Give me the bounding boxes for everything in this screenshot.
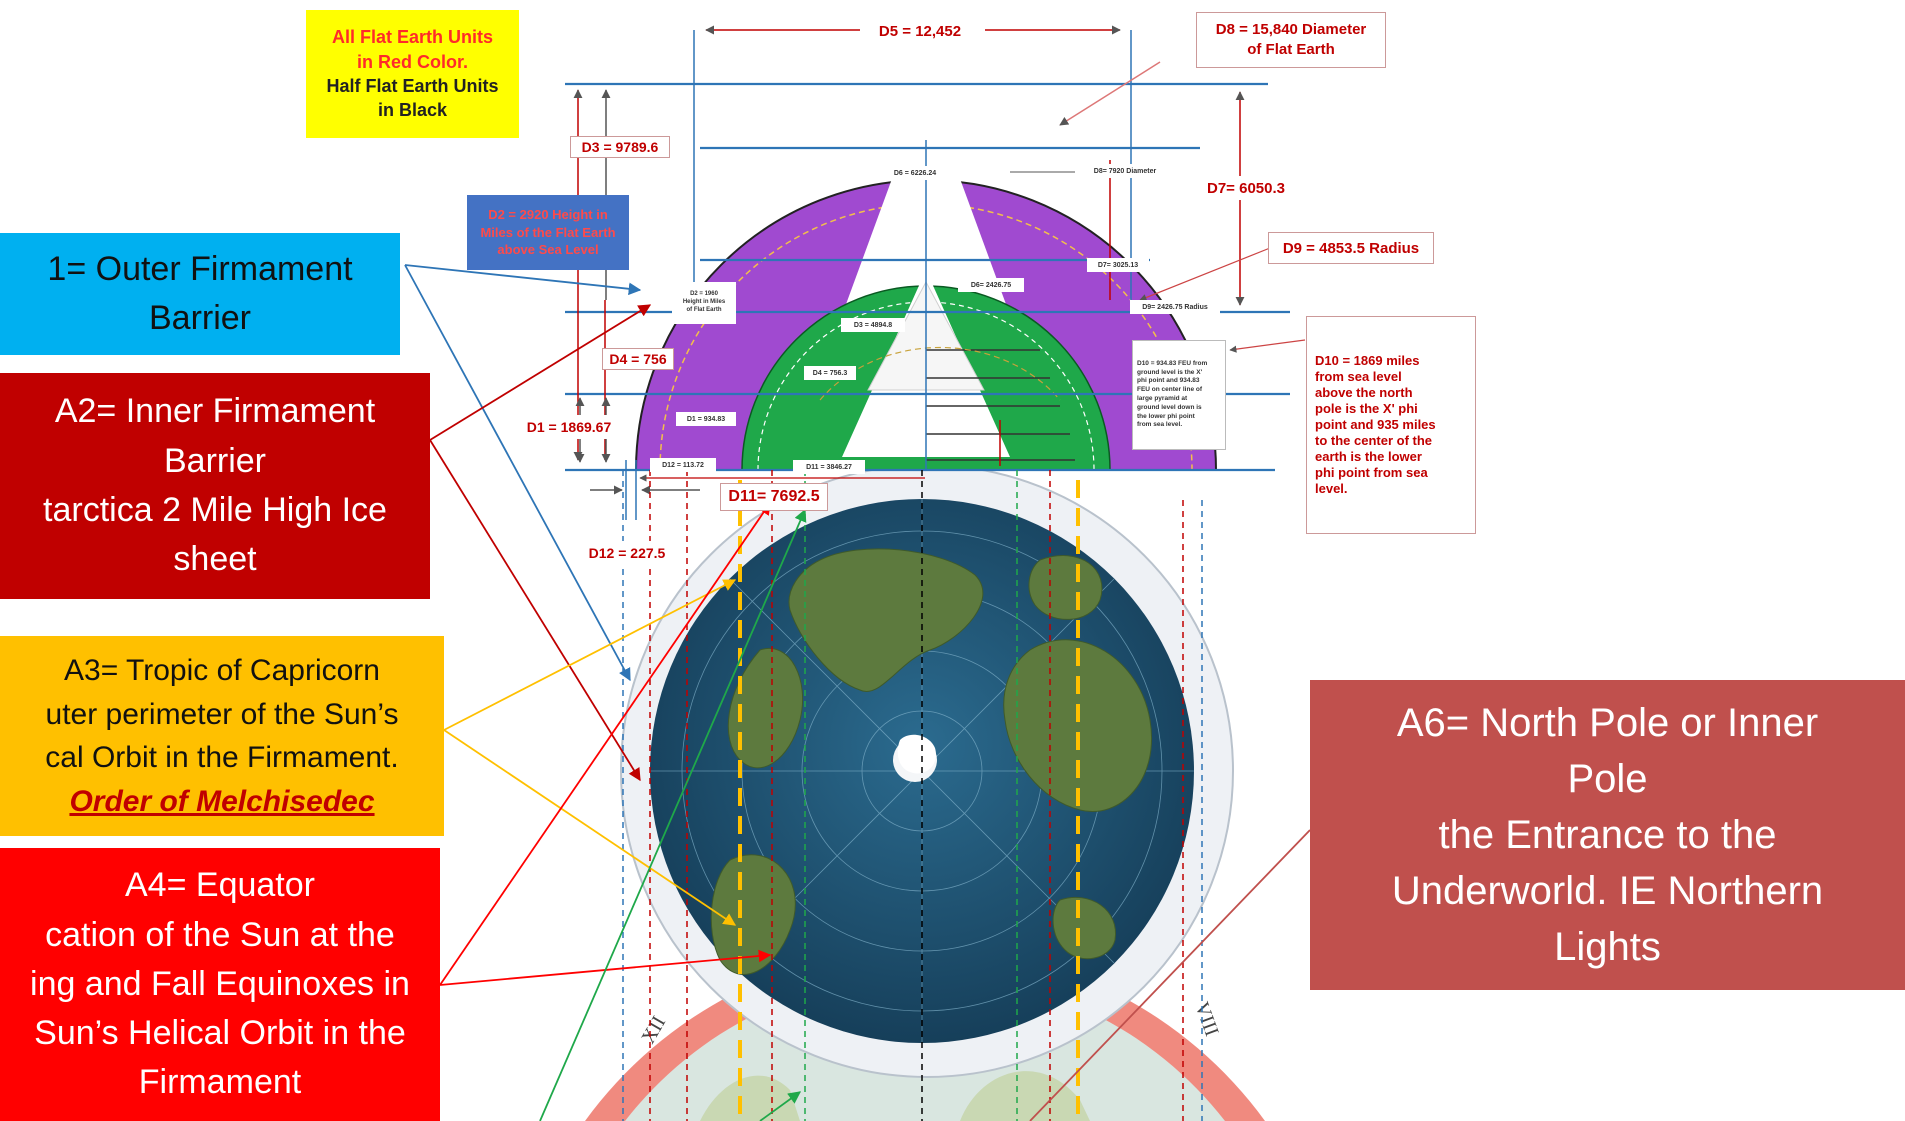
dim-d10-half-line-6: ground level down is [1137,403,1202,411]
dim-d10-half-line-4: FEU on center line of [1137,386,1203,394]
dim-d3-half: D3 = 4894.8 [841,318,905,332]
dim-d9-half: D9= 2426.75 Radius [1130,300,1220,314]
callout-a2-line-3: tarctica 2 Mile High Ice [43,491,387,529]
dim-d6-half: D6= 2426.75 [958,278,1024,292]
callout-a3-line-3: cal Orbit in the Firmament. [45,741,399,774]
callout-a3-line-1: A3= Tropic of Capricorn [64,654,380,687]
callout-a4-line-1: A4= Equator [125,866,315,905]
dim-d1-half: D1 = 934.83 [676,412,736,426]
dim-d7-half: D7= 3025.13 [1087,258,1149,272]
dim-d6: D6 = 6226.24 [870,166,960,180]
dim-d10-line-4: pole is the X' phi [1315,400,1418,416]
dim-d11-text: D11= 7692.5 [728,488,820,505]
dim-d5: D5 = 12,452 [860,18,980,44]
clock-numeral-right: VIII [1190,999,1222,1039]
dim-d5-text: D5 = 12,452 [878,22,962,40]
dim-d10-line-3: above the north [1315,384,1413,400]
callout-a4-line-4: Sun’s Helical Orbit in the [34,1014,406,1053]
legend-line-3: Half Flat Earth Units [326,76,499,96]
callout-a2-line-4: sheet [173,540,257,579]
order-of-melchisedec-link[interactable]: Order of Melchisedec [69,784,375,818]
dim-d1: D1 = 1869.67 [514,415,624,439]
legend-line-4: in Black [377,100,448,121]
dim-d12-text: D12 = 227.5 [588,545,666,561]
dim-d4: D4 = 756 [602,348,674,370]
dim-d10-half-line-2: ground level is the X' [1137,368,1203,376]
dim-d10-half-line-8: from sea level. [1137,421,1183,429]
callout-a6-line-1: A6= North Pole or Inner [1396,701,1819,745]
dim-d10-half-line-1: D10 = 934.83 FEU from [1137,359,1208,367]
dim-d10-note: D10 = 1869 miles from sea level above th… [1306,316,1476,534]
dim-d7-half-text: D7= 3025.13 [1097,261,1139,269]
callout-a3: A3= Tropic of Capricorn uter perimeter o… [0,636,444,836]
callout-a2-line-1: A2= Inner Firmament [54,392,376,431]
dim-d11: D11= 7692.5 [720,483,828,511]
dim-d2-half-line-1: D2 = 1960 [690,291,718,298]
dim-d10-half-line-3: phi point and 934.83 [1137,377,1200,385]
dim-d8-line-1: D8 = 15,840 Diameter [1215,20,1367,38]
dim-d3: D3 = 9789.6 [570,136,670,158]
dim-d6-half-text: D6= 2426.75 [970,281,1012,289]
dim-d7-text: D7= 6050.3 [1207,179,1285,197]
legend-box: All Flat Earth Units in Red Color. Half … [306,10,519,138]
callout-a4-line-5: Firmament [138,1063,302,1102]
legend-line-1: All Flat Earth Units [331,27,493,48]
dim-d10-line-5: point and 935 miles [1315,416,1436,432]
dim-d12-half: D12 = 113.72 [650,458,716,472]
callout-a4-line-2: cation of the Sun at the [45,915,395,954]
dim-d9-half-text: D9= 2426.75 Radius [1142,303,1208,311]
dim-d6-text: D6 = 6226.24 [893,169,937,177]
dim-d2-half-line-2: Height in Miles [682,299,726,306]
callout-a1-line-1: 1= Outer Firmament [47,249,353,288]
dim-d2-line-2: Miles of the Flat Earth [480,224,616,240]
dim-d9-text: D9 = 4853.5 Radius [1282,239,1420,257]
callout-a6-line-5: Lights [1554,925,1661,969]
dim-d10-line-6: to the center of the [1315,433,1433,449]
dim-d4-half-text: D4 = 756.3 [812,369,848,377]
dim-d10-half-line-7: the lower phi point [1137,412,1195,420]
callout-a3-line-2: uter perimeter of the Sun’s [45,697,399,731]
dim-d9: D9 = 4853.5 Radius [1268,232,1434,264]
dim-d10-line-1: D10 = 1869 miles [1315,352,1420,368]
callout-a6-line-3: the Entrance to the [1438,813,1777,857]
dim-d2-line-3: above Sea Level [497,242,599,258]
callout-a1: 1= Outer Firmament Barrier [0,233,400,355]
dim-d1-text: D1 = 1869.67 [526,419,612,435]
dim-d11-half: D11 = 3846.27 [793,460,865,474]
callout-a2: A2= Inner Firmament Barrier tarctica 2 M… [0,373,430,599]
dim-d2-line-1: D2 = 2920 Height in [488,207,608,223]
flat-earth-disc [620,464,1234,1078]
dim-d10-line-7: earth is the lower [1315,449,1422,465]
dim-d3-text: D3 = 9789.6 [581,139,659,155]
callout-a4: A4= Equator cation of the Sun at the ing… [0,848,440,1121]
dim-d12-half-text: D12 = 113.72 [662,461,704,469]
callout-a6-line-2: Pole [1567,757,1648,801]
dim-d2-half-line-3: of Flat Earth [686,306,722,313]
dim-d10-line-9: level. [1315,481,1348,497]
dim-d2-half: D2 = 1960 Height in Miles of Flat Earth [672,282,736,324]
callout-a6: A6= North Pole or Inner Pole the Entranc… [1310,680,1905,990]
dim-d4-half: D4 = 756.3 [804,366,856,380]
legend-line-2: in Red Color. [356,51,468,72]
dim-d8-line-2: of Flat Earth [1247,41,1335,58]
callout-a1-line-2: Barrier [148,299,252,337]
callout-a6-line-4: Underworld. IE Northern [1391,869,1824,913]
dim-d1-half-text: D1 = 934.83 [686,415,726,423]
dim-d2: D2 = 2920 Height in Miles of the Flat Ea… [467,195,629,270]
dim-d8: D8 = 15,840 Diameter of Flat Earth [1196,12,1386,68]
callout-a2-line-2: Barrier [163,441,267,480]
dim-d8-half: D8= 7920 Diameter [1075,164,1175,178]
dim-d11-half-text: D11 = 3846.27 [806,463,852,471]
dim-d10-half-line-5: large pyramid at [1137,395,1188,402]
dim-d7: D7= 6050.3 [1196,176,1296,200]
dim-d8-half-text: D8= 7920 Diameter [1093,167,1157,175]
dim-d4-text: D4 = 756 [609,351,667,367]
dim-d10-half: D10 = 934.83 FEU from ground level is th… [1132,340,1226,450]
dim-d12: D12 = 227.5 [577,541,677,565]
callout-a4-line-3: ing and Fall Equinoxes in [30,964,410,1003]
dim-d3-half-text: D3 = 4894.8 [853,321,893,329]
dim-d10-line-2: from sea level [1315,368,1402,384]
dim-d10-line-8: phi point from sea [1315,465,1428,481]
